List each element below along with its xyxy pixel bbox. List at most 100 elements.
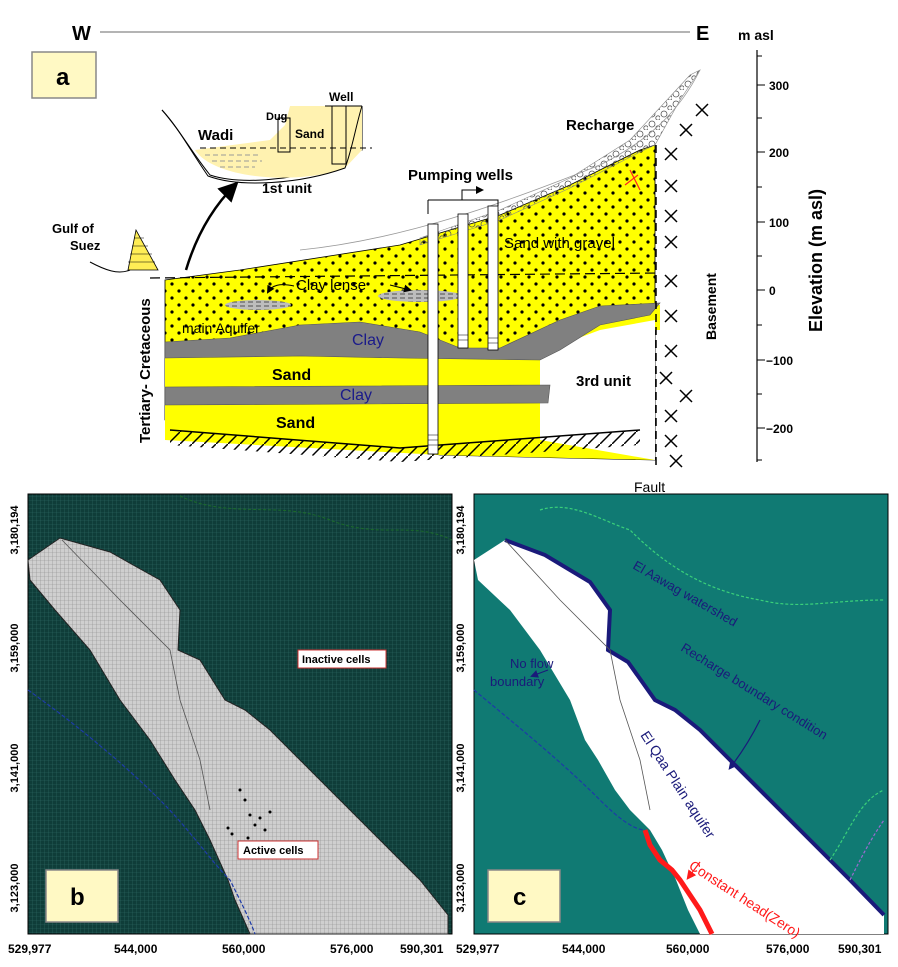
map-c-xtick-0: 529,977 <box>456 942 500 956</box>
gulf-label-line2: Suez <box>70 238 101 253</box>
wadi-water-lines <box>205 154 262 168</box>
panel-b-label: b <box>70 884 85 911</box>
inset-arrow <box>184 181 239 271</box>
upper-sand-label: Sand <box>272 367 311 384</box>
map-c-ytick-3: 3,123,000 <box>455 864 467 913</box>
tick-label-300: 300 <box>769 79 789 93</box>
recharge-red-arrows <box>624 169 641 191</box>
active-cells-box <box>237 840 319 860</box>
map-b-xtick-3: 576,000 <box>330 942 374 956</box>
map-c-ytick-2: 3,141,000 <box>455 744 467 793</box>
map-c-ytick-1: 3,159,000 <box>455 624 467 673</box>
upper-clay-label: Clay <box>352 332 384 349</box>
sea-surface <box>89 261 131 273</box>
map-c-coast <box>473 689 646 831</box>
axis-unit-label: m asl <box>738 27 774 43</box>
tick-label-minus200: −200 <box>766 422 793 436</box>
elevation-axis-title: Elevation (m asl) <box>806 189 826 332</box>
map-b-well-dots <box>226 788 272 844</box>
basement-crosses <box>659 103 709 468</box>
watershed-line-purple <box>849 819 885 881</box>
clay-lense-right <box>378 290 462 302</box>
pumping-wells-bracket <box>427 199 499 214</box>
panel-c: El Aawag watershed Recharge boundary con… <box>455 493 889 956</box>
pumping-wells-arrow <box>461 186 484 200</box>
inactive-cells-label: Inactive cells <box>302 654 371 666</box>
no-flow-label-line1: No flow <box>510 656 554 671</box>
map-b-inner-line <box>61 539 211 811</box>
map-b-watershed <box>179 495 453 541</box>
recharge-boundary-line <box>504 538 886 917</box>
surface-profile <box>299 69 701 251</box>
main-aquifer-label: main Aquifer <box>182 320 260 336</box>
tick-label-200: 200 <box>769 146 789 160</box>
map-b-xtick-2: 560,000 <box>222 942 266 956</box>
map-b-coast <box>27 689 256 935</box>
sand-gravel-label: Sand with gravel <box>504 235 615 252</box>
dug-well-shape <box>277 117 291 153</box>
interface-dashed-line <box>149 272 661 279</box>
basement-label: Basement <box>703 273 719 340</box>
map-b-ytick-1: 3,159,000 <box>9 624 21 673</box>
gulf-label-line1: Gulf of <box>52 221 95 236</box>
east-label: E <box>696 23 709 45</box>
panel-c-label-box <box>487 869 561 923</box>
pumping-wells-label: Pumping wells <box>408 167 513 184</box>
tertiary-label: Tertiary- Cretaceous <box>137 298 154 443</box>
gulf-marker <box>127 228 159 271</box>
gulf-marker-lines <box>128 237 155 263</box>
pumping-well-3 <box>487 205 499 351</box>
map-b-xtick-4: 590,301 <box>400 942 444 956</box>
lower-clay-label: Clay <box>340 387 372 404</box>
map-c-ytick-0: 3,180,194 <box>455 505 467 555</box>
well-screens <box>428 334 498 446</box>
map-b-xtick-1: 544,000 <box>114 942 158 956</box>
panel-b: Inactive cells Active cells b 3,180,194 … <box>8 493 453 956</box>
lower-sand-label: Sand <box>276 415 315 432</box>
active-cells-area <box>27 537 449 935</box>
pumping-well-2 <box>457 213 469 349</box>
constant-head-line <box>642 829 715 936</box>
elevation-ticks <box>757 55 765 461</box>
inset-sand-label: Sand <box>295 127 324 141</box>
wadi-profile <box>161 105 363 184</box>
west-label: W <box>72 23 91 45</box>
dug-label: Dug <box>266 111 287 123</box>
recharge-label: Recharge <box>566 117 634 134</box>
pumping-well-1 <box>427 223 439 455</box>
recharge-boundary-arrow <box>728 719 761 770</box>
constant-head-arrow <box>686 861 701 880</box>
inactive-cells-box <box>297 649 387 669</box>
active-cells-label: Active cells <box>243 845 304 857</box>
panel-c-label: c <box>513 884 526 911</box>
map-c-xtick-1: 544,000 <box>562 942 606 956</box>
map-b-ytick-0: 3,180,194 <box>9 505 21 555</box>
first-unit-label: 1st unit <box>262 180 312 196</box>
lower-clay-layer <box>164 384 551 406</box>
map-c-xtick-2: 560,000 <box>666 942 710 956</box>
well-label: Well <box>329 90 353 104</box>
map-b-xtick-0: 529,977 <box>8 942 52 956</box>
clay-lense-label: Clay lense <box>296 277 366 294</box>
no-flow-arrow <box>530 669 549 678</box>
wadi-label: Wadi <box>198 127 233 144</box>
map-c-xtick-3: 576,000 <box>766 942 810 956</box>
tick-label-minus100: −100 <box>766 354 793 368</box>
map-c-inner-line <box>504 539 651 811</box>
base-hatch <box>170 430 640 462</box>
clay-lense-left <box>225 300 291 310</box>
upper-clay-layer <box>164 302 661 361</box>
panel-b-label-box <box>45 869 119 923</box>
tick-label-100: 100 <box>769 216 789 230</box>
panel-a-label-box <box>31 51 97 99</box>
aquifer-area <box>474 540 884 934</box>
map-c-xtick-4: 590,301 <box>838 942 882 956</box>
no-flow-label-line2: boundary <box>490 674 545 689</box>
fault-label: Fault <box>634 479 665 495</box>
gravel-band <box>419 69 701 246</box>
panel-a-label: a <box>56 64 70 91</box>
third-unit-fill <box>540 320 655 460</box>
clay-lense-arrow-right <box>389 284 412 293</box>
third-unit-label: 3rd unit <box>576 373 631 390</box>
